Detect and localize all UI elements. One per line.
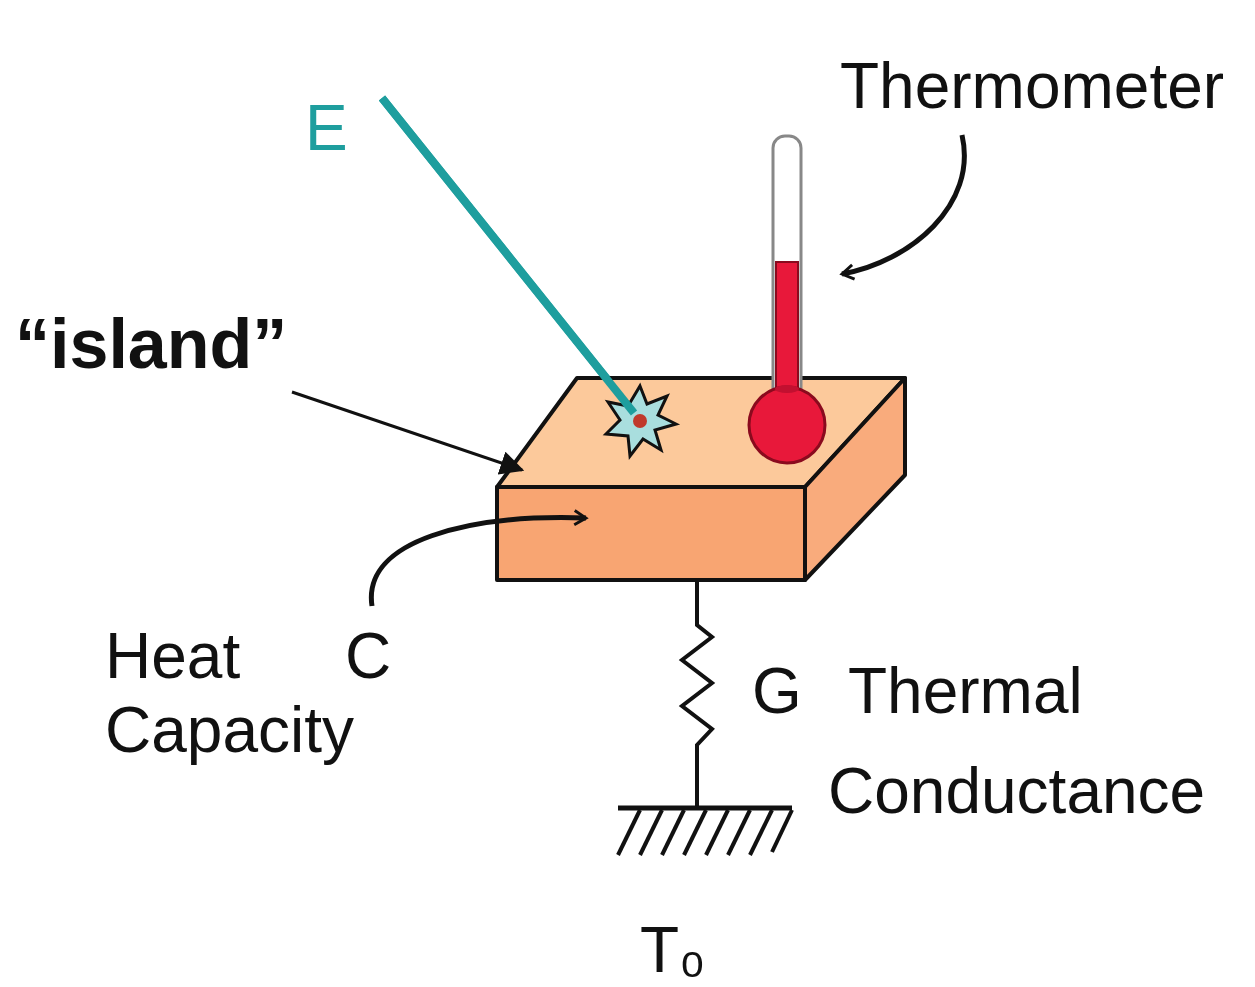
heat-capacity-leader (371, 518, 586, 606)
heat-capacity-label: Heat Capacity (105, 619, 354, 767)
thermometer-leader (842, 135, 964, 274)
heat-bath-hatch (618, 810, 792, 855)
conductance-symbol: G (752, 659, 802, 723)
island-front-face (497, 487, 805, 580)
thermometer-label: Thermometer (840, 54, 1224, 118)
bath-temperature-label: T₀ (640, 918, 706, 982)
thermometer-liquid (776, 262, 798, 412)
thermal-conductance-label: Thermal Conductance (828, 641, 1205, 841)
thermal-link-spring (682, 580, 712, 808)
thermometer-neck (775, 385, 799, 393)
energy-ray (382, 98, 640, 420)
energy-label: E (305, 96, 348, 160)
thermometer-bulb (749, 387, 825, 463)
island-leader (292, 392, 522, 470)
thermometer-tube (773, 136, 801, 416)
energy-ray-tip (382, 98, 634, 413)
island-label: “island” (15, 309, 287, 379)
impact-point (633, 414, 647, 428)
heat-capacity-symbol: C (345, 624, 391, 688)
